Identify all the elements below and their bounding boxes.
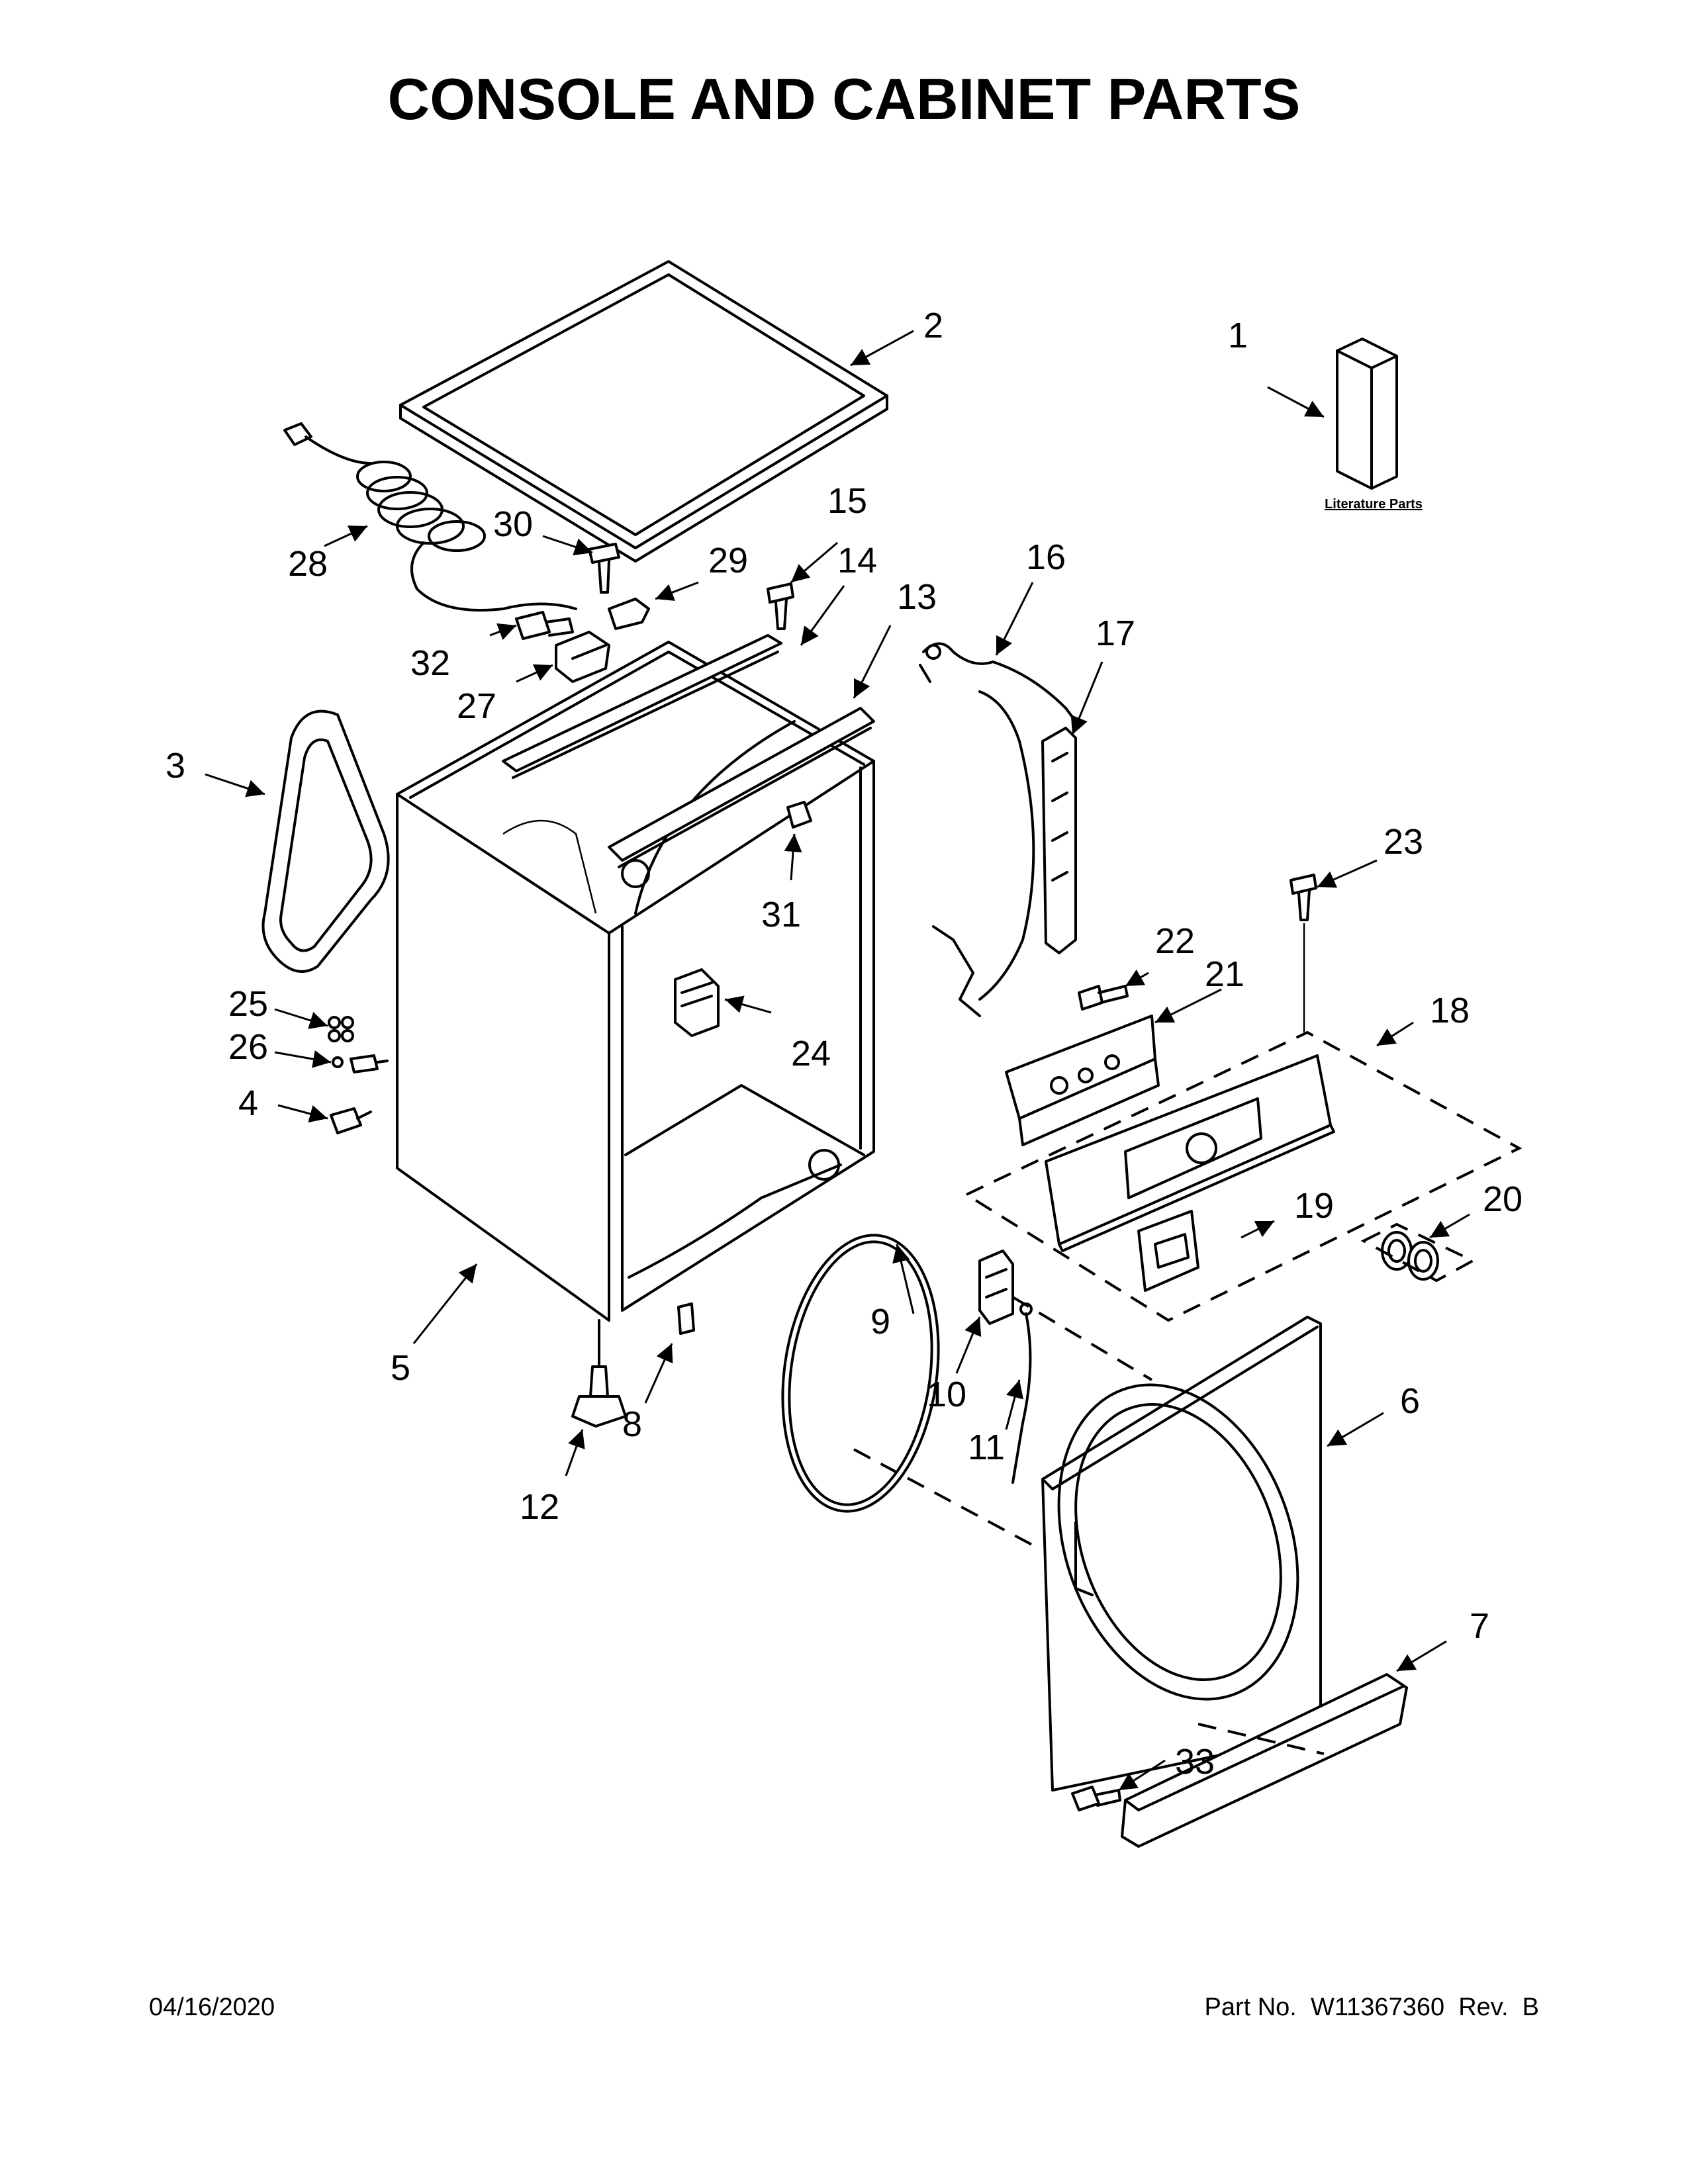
callout-1: 1 [1228, 316, 1248, 355]
clip-29-part[interactable] [608, 598, 650, 630]
terminal-block-27-part[interactable] [555, 631, 610, 683]
hardware-25-part[interactable] [328, 1016, 354, 1042]
leader-lines [205, 330, 1470, 1792]
footer-date: 04/16/2020 [149, 1993, 275, 2021]
callout-10: 10 [927, 1375, 966, 1414]
hardware-26-part[interactable] [332, 1054, 389, 1073]
callout-3: 3 [165, 746, 185, 786]
lock-alignment-line [1011, 1296, 1153, 1381]
screw-22-part[interactable] [1078, 985, 1129, 1011]
screw-15-part[interactable] [767, 582, 794, 630]
brace-13-part[interactable] [608, 707, 875, 868]
ui-board-21-part[interactable] [1005, 1015, 1160, 1146]
callout-25: 25 [228, 984, 268, 1024]
callout-labels: 1 2 3 4 5 6 7 8 9 10 11 12 13 14 15 16 1… [165, 306, 1523, 1782]
front-panel-6-part[interactable] [1017, 1316, 1339, 1792]
callout-11: 11 [968, 1428, 1005, 1467]
callout-20: 20 [1483, 1179, 1523, 1219]
footer-part-number: Part No. W11367360 Rev. B [1204, 1993, 1539, 2021]
board-bracket-17-part[interactable] [1041, 727, 1077, 954]
callout-18: 18 [1430, 991, 1470, 1030]
callout-15: 15 [827, 481, 867, 521]
callout-7: 7 [1470, 1606, 1489, 1646]
callout-26: 26 [228, 1027, 268, 1067]
callout-17: 17 [1096, 614, 1135, 653]
screw-33-part[interactable] [1071, 1786, 1121, 1811]
dispenser-drawer-19-part[interactable] [1137, 1210, 1199, 1292]
kick-panel-alignment-line [1197, 1723, 1325, 1755]
console-18-part[interactable] [1045, 1054, 1335, 1252]
bracket-14-part[interactable] [502, 634, 782, 779]
callout-4: 4 [238, 1083, 258, 1123]
cabinet-part[interactable] [396, 641, 875, 1322]
callout-16: 16 [1026, 537, 1066, 577]
callout-30: 30 [493, 504, 533, 544]
strain-relief-32-part[interactable] [515, 611, 574, 640]
door-alignment-line [853, 1448, 1040, 1550]
callout-12: 12 [520, 1487, 559, 1527]
callout-13: 13 [897, 577, 937, 617]
callout-32: 32 [410, 643, 450, 683]
callout-24: 24 [791, 1034, 831, 1073]
top-panel-part[interactable] [399, 260, 888, 563]
callout-6: 6 [1400, 1381, 1420, 1421]
callout-9: 9 [870, 1302, 890, 1342]
leveling-leg-12-part[interactable] [571, 1319, 627, 1428]
callout-22: 22 [1155, 921, 1195, 961]
page-title: CONSOLE AND CABINET PARTS [388, 66, 1301, 132]
literature-part[interactable] [1336, 338, 1398, 490]
callout-14: 14 [837, 541, 877, 580]
callout-28: 28 [288, 544, 328, 584]
door-lock-10-part[interactable] [978, 1250, 1014, 1325]
callout-5: 5 [391, 1348, 410, 1388]
wire-harness-16-part[interactable] [919, 642, 1077, 1017]
callout-23: 23 [1383, 822, 1423, 862]
literature-parts-label: Literature Parts [1325, 497, 1423, 512]
clip-31-part[interactable] [786, 801, 812, 829]
kick-panel-7-part[interactable] [1121, 1673, 1408, 1848]
knob-group-outline [1360, 1222, 1476, 1283]
console-group-outline [963, 1030, 1523, 1322]
callout-19: 19 [1294, 1186, 1334, 1226]
power-cord-part[interactable] [283, 422, 577, 612]
callout-33: 33 [1175, 1742, 1215, 1782]
door-ring-9-part[interactable] [766, 1225, 955, 1522]
clip-4-part[interactable] [330, 1107, 372, 1134]
callout-8: 8 [622, 1404, 642, 1444]
callout-29: 29 [708, 541, 748, 580]
callout-31: 31 [761, 895, 801, 934]
module-24-part[interactable] [674, 968, 720, 1037]
screw-23-part[interactable] [1289, 874, 1317, 1032]
screw-30-part[interactable] [588, 543, 620, 594]
callout-21: 21 [1205, 954, 1244, 994]
clip-8-part[interactable] [677, 1302, 695, 1335]
gasket-3-part[interactable] [261, 709, 390, 973]
callout-27: 27 [457, 686, 496, 726]
callout-2: 2 [923, 306, 943, 345]
